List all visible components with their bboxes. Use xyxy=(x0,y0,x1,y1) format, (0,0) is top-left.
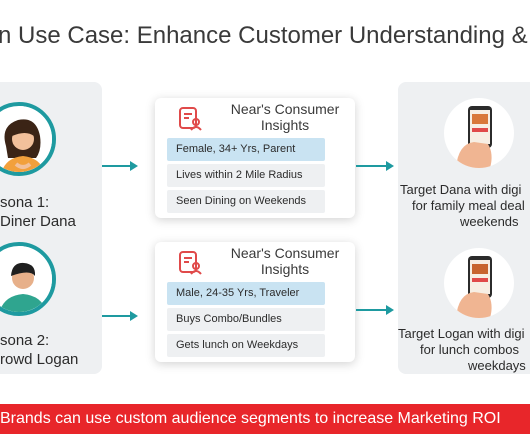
arrow-icon xyxy=(102,311,138,321)
insight-row: Lives within 2 Mile Radius xyxy=(167,164,325,187)
insight-row: Gets lunch on Weekdays xyxy=(167,334,325,357)
insight-row: Seen Dining on Weekends xyxy=(167,190,325,213)
clipboard-user-icon xyxy=(179,251,202,275)
man-avatar-icon xyxy=(0,246,52,312)
clipboard-user-icon xyxy=(179,107,202,131)
target-2-line3: weekdays xyxy=(468,358,526,373)
persona-1-label-line1: sona 1: xyxy=(0,194,50,211)
phone-in-hand-icon xyxy=(456,106,492,168)
card-title: Near's Consumer Insights xyxy=(230,101,340,133)
target-1-line2: for family meal deal xyxy=(412,198,525,213)
arrow-icon xyxy=(356,161,394,171)
roi-banner: Brands can use custom audience segments … xyxy=(0,404,530,434)
insights-card-2: Near's Consumer Insights Male, 24-35 Yrs… xyxy=(155,242,355,362)
page-title: n Use Case: Enhance Customer Understandi… xyxy=(0,22,528,49)
arrow-icon xyxy=(102,161,138,171)
target-2-line2: for lunch combos xyxy=(420,342,519,357)
insight-row: Male, 24-35 Yrs, Traveler xyxy=(167,282,325,305)
woman-avatar-icon xyxy=(0,106,52,172)
card-title: Near's Consumer Insights xyxy=(230,245,340,277)
target-1-phone xyxy=(444,98,514,168)
target-1-line1: Target Dana with digi xyxy=(400,182,522,197)
insights-card-1: Near's Consumer Insights Female, 34+ Yrs… xyxy=(155,98,355,218)
persona-2-label-line1: sona 2: xyxy=(0,332,50,349)
insight-row: Female, 34+ Yrs, Parent xyxy=(167,138,325,161)
persona-1-label-line2: Diner Dana xyxy=(0,213,76,230)
persona-1-avatar xyxy=(0,102,56,176)
target-2-line1: Target Logan with digi xyxy=(398,326,525,341)
persona-2-label-line2: rowd Logan xyxy=(0,351,79,368)
target-1-line3: weekends xyxy=(460,214,519,229)
arrow-icon xyxy=(356,305,394,315)
persona-2-avatar xyxy=(0,242,56,316)
insight-row: Buys Combo/Bundles xyxy=(167,308,325,331)
phone-in-hand-icon xyxy=(456,256,492,318)
target-2-phone xyxy=(444,248,514,318)
